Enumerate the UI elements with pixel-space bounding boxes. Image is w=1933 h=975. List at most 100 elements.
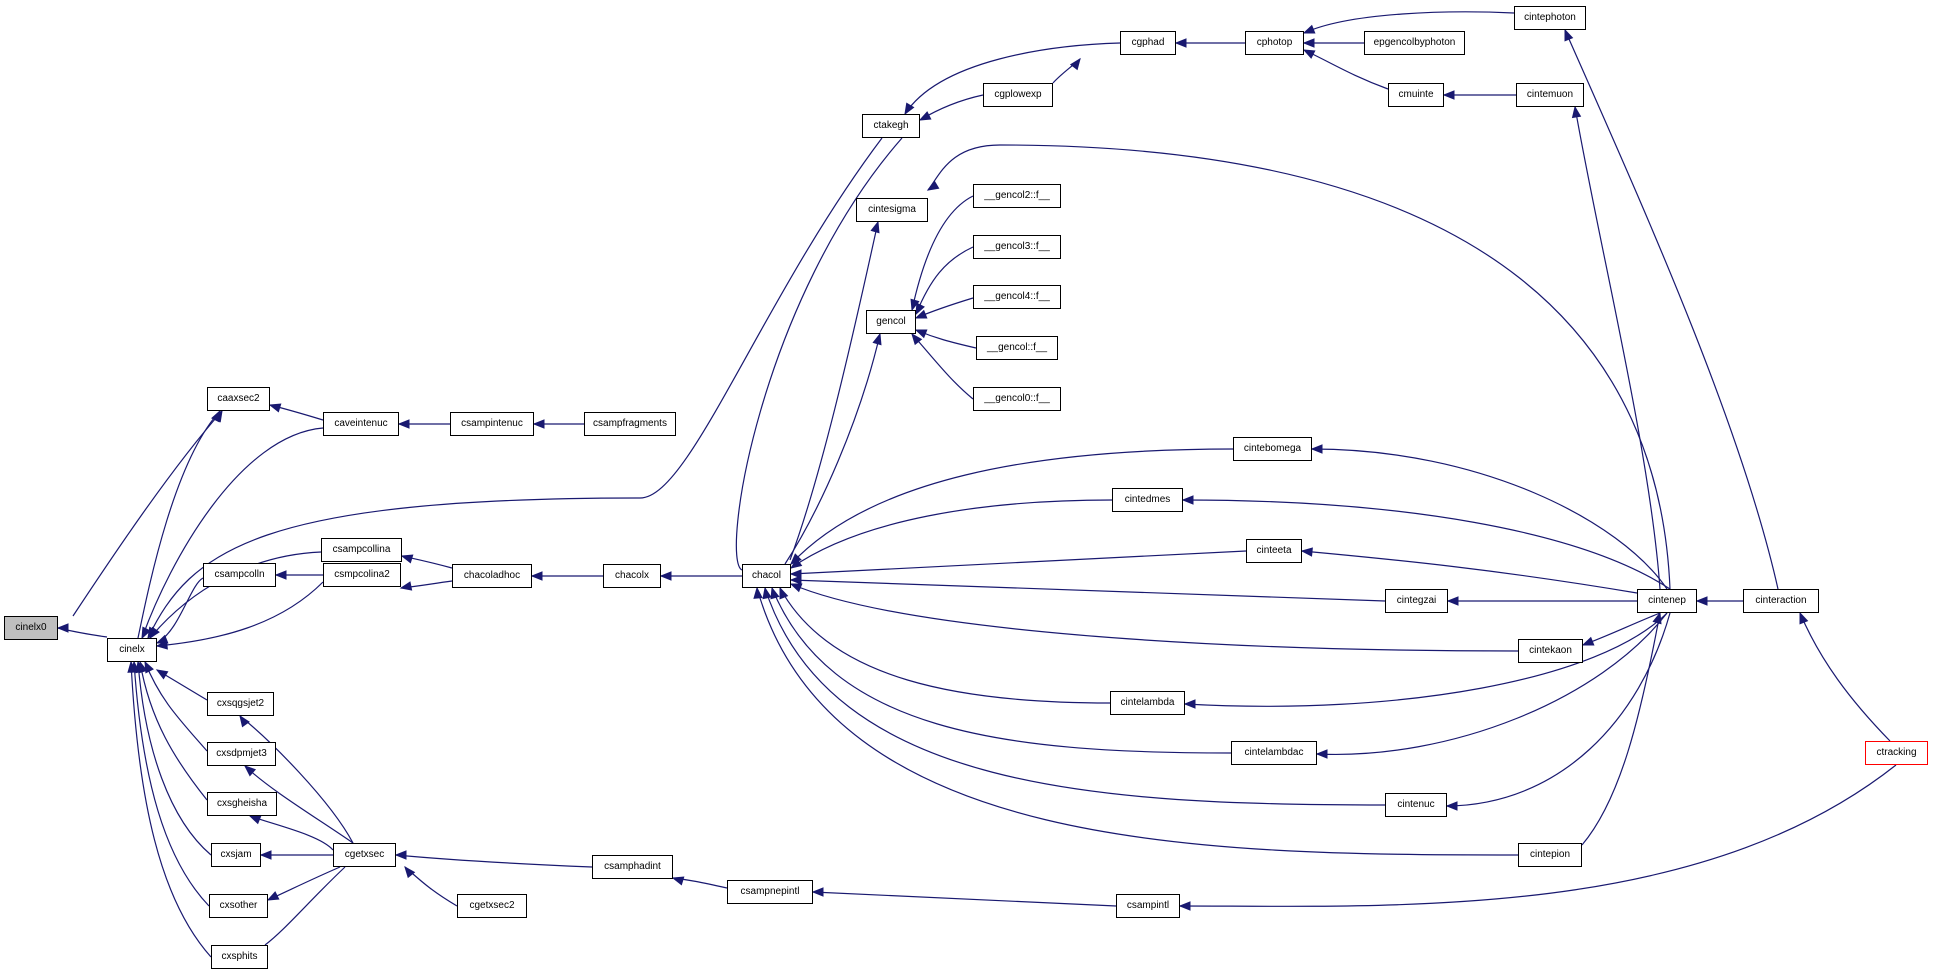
node-cintephoton[interactable]: cintephoton bbox=[1514, 6, 1586, 30]
arrowhead bbox=[56, 623, 69, 633]
arrowhead bbox=[259, 850, 272, 860]
arrowhead bbox=[915, 302, 925, 316]
arrowhead bbox=[155, 669, 169, 680]
node-cinelx[interactable]: cinelx bbox=[107, 638, 157, 662]
arrowhead bbox=[904, 102, 915, 116]
node-chacol[interactable]: chacol bbox=[742, 564, 791, 588]
node-cintekaon[interactable]: cintekaon bbox=[1518, 639, 1583, 663]
call-edge bbox=[267, 866, 341, 901]
node-cxsqgsjet2[interactable]: cxsqgsjet2 bbox=[207, 692, 274, 716]
node-cinteraction[interactable]: cinteraction bbox=[1743, 589, 1819, 613]
call-edge bbox=[141, 427, 324, 639]
call-edge bbox=[911, 195, 974, 311]
node-cgphad[interactable]: cgphad bbox=[1120, 31, 1176, 55]
arrowhead bbox=[211, 409, 221, 423]
node-cinteeta[interactable]: cinteeta bbox=[1246, 539, 1302, 563]
call-edge bbox=[1581, 612, 1661, 846]
arrowhead bbox=[870, 220, 880, 234]
node-caaxsec2[interactable]: caaxsec2 bbox=[207, 387, 270, 411]
arrowhead bbox=[1581, 636, 1595, 646]
arrowhead bbox=[266, 891, 280, 901]
call-edge bbox=[790, 579, 1386, 602]
arrowhead bbox=[872, 332, 882, 346]
node-cxsother[interactable]: cxsother bbox=[209, 894, 268, 918]
arrowhead bbox=[1300, 547, 1313, 557]
node-gencolf[interactable]: __gencol::f__ bbox=[976, 336, 1058, 360]
node-cintenep[interactable]: cintenep bbox=[1637, 589, 1697, 613]
call-edge bbox=[144, 661, 208, 752]
node-csampfragments[interactable]: csampfragments bbox=[584, 412, 676, 436]
arrowhead bbox=[659, 571, 672, 581]
node-cphotop[interactable]: cphotop bbox=[1245, 31, 1304, 55]
call-edge bbox=[812, 891, 1117, 907]
node-chacolx[interactable]: chacolx bbox=[603, 564, 661, 588]
arrowhead bbox=[914, 329, 928, 339]
arrowhead bbox=[911, 332, 923, 346]
node-csampcolln[interactable]: csampcolln bbox=[203, 563, 276, 587]
node-cintenuc[interactable]: cintenuc bbox=[1385, 793, 1447, 817]
arrowhead bbox=[141, 626, 151, 640]
arrowhead bbox=[530, 571, 543, 581]
arrowhead bbox=[1310, 444, 1323, 454]
call-edge bbox=[1446, 612, 1671, 807]
call-edge bbox=[395, 854, 593, 868]
arrowhead bbox=[789, 575, 802, 585]
arrowhead bbox=[1446, 596, 1459, 606]
node-cintelambda[interactable]: cintelambda bbox=[1110, 691, 1185, 715]
arrowhead bbox=[914, 309, 928, 319]
node-cxsjam[interactable]: cxsjam bbox=[211, 843, 261, 867]
call-edge bbox=[771, 587, 1232, 754]
node-csmpcolina2[interactable]: csmpcolina2 bbox=[323, 563, 401, 587]
node-cintepion[interactable]: cintepion bbox=[1518, 843, 1582, 867]
arrowhead bbox=[144, 660, 154, 674]
node-gencol0f[interactable]: __gencol0::f__ bbox=[973, 387, 1061, 411]
node-cgetxsec[interactable]: cgetxsec bbox=[333, 843, 396, 867]
arrowhead bbox=[1445, 801, 1458, 811]
arrowhead bbox=[1652, 611, 1662, 625]
call-edge bbox=[137, 410, 221, 639]
call-edge bbox=[137, 661, 212, 856]
call-edge bbox=[1184, 612, 1668, 707]
node-cinelx0[interactable]: cinelx0 bbox=[4, 616, 58, 640]
node-cintelambdac[interactable]: cintelambdac bbox=[1231, 741, 1317, 765]
node-csampcollina[interactable]: csampcollina bbox=[321, 538, 402, 562]
node-chacoladhoc[interactable]: chacoladhoc bbox=[452, 564, 532, 588]
call-edge bbox=[264, 866, 346, 946]
node-gencol3f[interactable]: __gencol3::f__ bbox=[973, 235, 1061, 259]
node-cmuinte[interactable]: cmuinte bbox=[1388, 83, 1444, 107]
arrowhead bbox=[404, 865, 416, 879]
node-cxsdpmjet3[interactable]: cxsdpmjet3 bbox=[207, 742, 276, 766]
node-csampintl[interactable]: csampintl bbox=[1116, 894, 1180, 918]
node-csamphadint[interactable]: csamphadint bbox=[592, 855, 673, 879]
call-edge bbox=[1301, 550, 1638, 594]
arrowhead bbox=[1069, 57, 1081, 71]
call-edge bbox=[790, 499, 1113, 569]
node-csampintenuc[interactable]: csampintenuc bbox=[450, 412, 534, 436]
node-cgetxsec2[interactable]: cgetxsec2 bbox=[457, 894, 527, 918]
node-ctakegh[interactable]: ctakegh bbox=[862, 114, 920, 138]
node-gencol[interactable]: gencol bbox=[866, 310, 916, 334]
arrowhead bbox=[779, 586, 789, 600]
arrowhead bbox=[1302, 24, 1316, 34]
node-cxsphits[interactable]: cxsphits bbox=[211, 945, 268, 969]
node-cxsgheisha[interactable]: cxsgheisha bbox=[207, 792, 277, 816]
node-cintedmes[interactable]: cintedmes bbox=[1112, 488, 1183, 512]
node-cintemuon[interactable]: cintemuon bbox=[1516, 83, 1584, 107]
node-gencol4f[interactable]: __gencol4::f__ bbox=[973, 285, 1061, 309]
node-cgplowexp[interactable]: cgplowexp bbox=[983, 83, 1053, 107]
node-caveintenuc[interactable]: caveintenuc bbox=[323, 412, 399, 436]
arrowhead bbox=[1181, 495, 1194, 505]
node-cintegzai[interactable]: cintegzai bbox=[1385, 589, 1448, 613]
call-edge bbox=[239, 715, 354, 844]
arrowhead bbox=[1302, 49, 1316, 59]
call-edge bbox=[1182, 499, 1671, 590]
node-cintebomega[interactable]: cintebomega bbox=[1233, 437, 1312, 461]
node-csampnepintl[interactable]: csampnepintl bbox=[727, 880, 813, 904]
node-ctracking[interactable]: ctracking bbox=[1865, 741, 1928, 765]
call-edge bbox=[130, 661, 212, 958]
node-cintesigma[interactable]: cintesigma bbox=[856, 198, 928, 222]
node-epgencolbyphoton[interactable]: epgencolbyphoton bbox=[1364, 31, 1465, 55]
call-edge bbox=[1303, 11, 1515, 34]
call-edge bbox=[790, 550, 1247, 575]
node-gencol2f[interactable]: __gencol2::f__ bbox=[973, 184, 1061, 208]
